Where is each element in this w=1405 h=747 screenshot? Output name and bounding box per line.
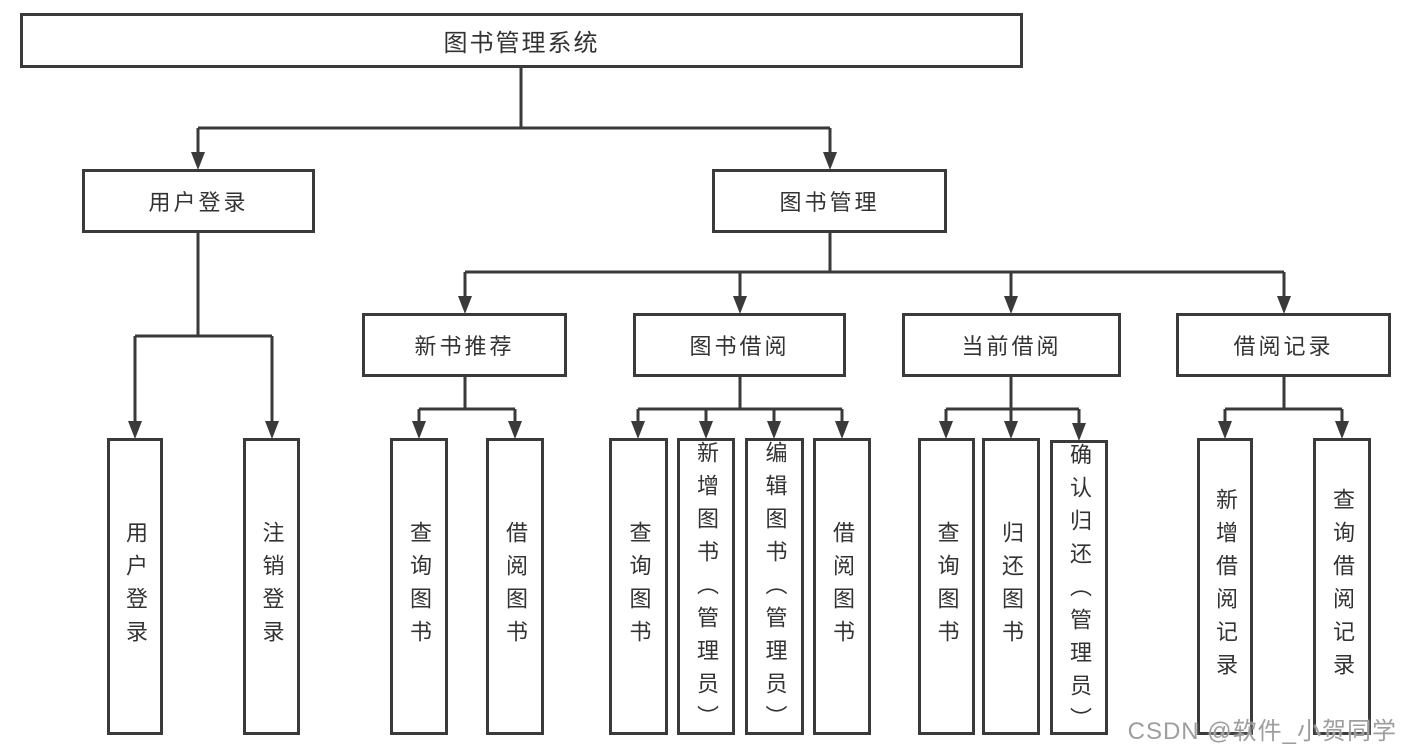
node-label: 借阅记录 — [1233, 334, 1334, 359]
node-new-book-recommend: 新书推荐 — [362, 313, 567, 377]
node-label: 图书管理系统 — [443, 30, 600, 57]
node-label: 借阅图书 — [830, 520, 855, 653]
arrowhead-icon — [191, 152, 205, 170]
node-label: 用户登录 — [148, 190, 249, 215]
node-label: 图书管理 — [779, 190, 880, 215]
node-confirm-return-admin: 确认归还（管理员） — [1050, 440, 1108, 740]
node-book-borrowing: 图书借阅 — [633, 313, 846, 377]
node-user-login: 用户登录 — [82, 169, 315, 233]
node-label: 图书借阅 — [689, 334, 790, 359]
node-label: 借阅图书 — [503, 520, 528, 653]
arrowhead-icon — [733, 296, 747, 314]
arrowhead-icon — [508, 421, 522, 439]
node-borrowing-records: 借阅记录 — [1176, 313, 1391, 377]
arrowheads — [128, 152, 1349, 441]
arrowhead-icon — [412, 421, 426, 439]
arrowhead-icon — [1277, 296, 1291, 314]
node-borrow-books-leaf: 借阅图书 — [813, 438, 871, 735]
node-label: 归还图书 — [999, 520, 1024, 653]
node-label: 查询图书 — [626, 520, 652, 653]
node-label: 查询图书 — [407, 520, 432, 653]
node-user-login-leaf: 用户登录 — [107, 438, 163, 735]
node-label: 用户登录 — [123, 520, 148, 653]
tree-connector-path — [133, 68, 1344, 425]
node-query-books-current: 查询图书 — [918, 438, 975, 735]
arrowhead-icon — [699, 421, 713, 439]
node-label: 新增借阅记录 — [1213, 487, 1238, 686]
node-query-borrow-record: 查询借阅记录 — [1313, 438, 1371, 735]
arrowhead-icon — [458, 296, 472, 314]
node-return-books: 归还图书 — [982, 438, 1040, 735]
arrowhead-icon — [1004, 296, 1018, 314]
node-label: 查询借阅记录 — [1330, 487, 1355, 686]
arrowhead-icon — [1004, 421, 1018, 439]
arrowhead-icon — [265, 421, 279, 439]
node-library-management-system: 图书管理系统 — [20, 13, 1023, 68]
node-logout: 注销登录 — [243, 438, 300, 735]
node-current-borrowing: 当前借阅 — [902, 313, 1121, 377]
arrowhead-icon — [939, 421, 953, 439]
node-label: 查询图书 — [934, 520, 960, 653]
arrowhead-icon — [767, 421, 781, 439]
node-edit-book-admin: 编辑图书（管理员） — [745, 438, 804, 738]
node-query-books-recommend: 查询图书 — [390, 438, 448, 735]
node-label: 新书推荐 — [414, 334, 515, 359]
arrowhead-icon — [823, 152, 837, 170]
node-add-book-admin: 新增图书（管理员） — [677, 438, 735, 738]
arrowhead-icon — [835, 421, 849, 439]
node-label: 当前借阅 — [961, 334, 1062, 359]
arrowhead-icon — [631, 421, 645, 439]
node-add-borrow-record: 新增借阅记录 — [1197, 438, 1253, 735]
arrowhead-icon — [1335, 421, 1349, 439]
node-label: 确认归还（管理员） — [1067, 443, 1092, 740]
arrowhead-icon — [128, 421, 142, 439]
arrowhead-icon — [1218, 421, 1232, 439]
csdn-watermark: CSDN @软件_小贺同学 — [1127, 718, 1397, 745]
node-label: 编辑图书（管理员） — [762, 441, 788, 738]
node-borrow-books-recommend: 借阅图书 — [486, 438, 544, 735]
node-book-management: 图书管理 — [712, 169, 947, 233]
node-query-books-borrowing: 查询图书 — [609, 438, 668, 735]
arrowhead-icon — [1072, 423, 1086, 441]
node-label: 新增图书（管理员） — [694, 441, 719, 738]
node-label: 注销登录 — [259, 520, 285, 653]
